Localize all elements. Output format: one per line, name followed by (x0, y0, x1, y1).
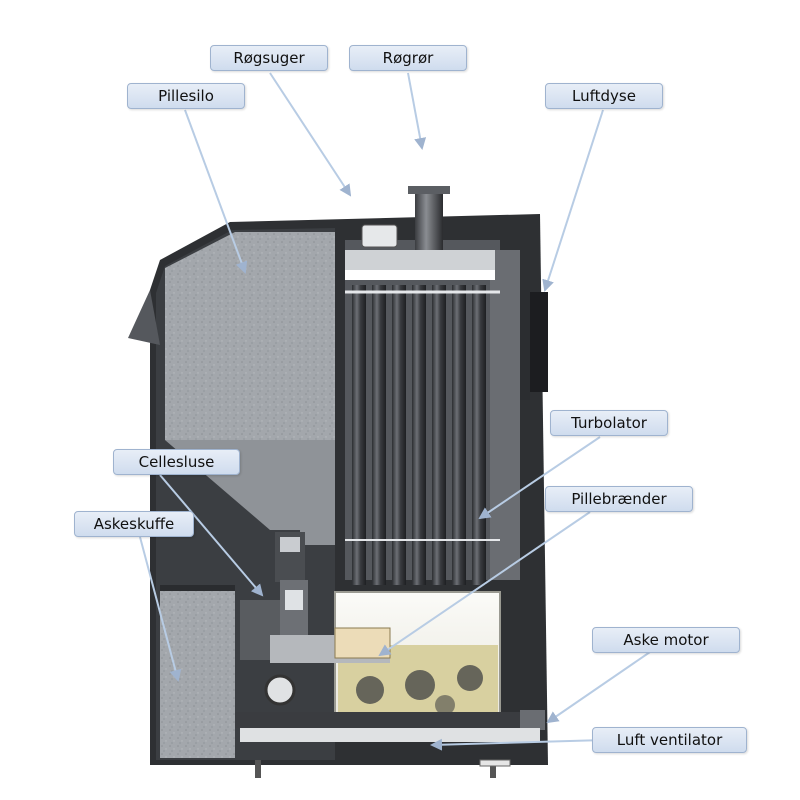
pointer-rogror (407, 72, 427, 150)
label-turbolator: Turbolator (550, 410, 668, 436)
pointer-aske-motor (546, 651, 651, 724)
label-pointers (139, 72, 651, 751)
pointer-pillesilo (184, 109, 248, 274)
ash-drawer (160, 585, 235, 758)
pointer-askeskuffe (139, 536, 182, 682)
flue-pipe (415, 190, 443, 250)
pellet-burner (240, 580, 391, 706)
pointer-turbolator (478, 436, 601, 520)
exchanger-side-wall (490, 250, 520, 580)
label-rogror: Røgrør (349, 45, 467, 71)
label-cellesluse: Cellesluse (113, 449, 240, 475)
label-pillebraender: Pillebrænder (545, 486, 693, 512)
pointer-cellesluse (159, 474, 264, 597)
label-pillesilo: Pillesilo (127, 83, 245, 109)
label-askeskuffe: Askeskuffe (74, 511, 194, 537)
label-rogsuger: Røgsuger (210, 45, 328, 71)
pointer-luftdyse (542, 109, 604, 292)
smoke-fan (345, 224, 495, 280)
label-luftdyse: Luftdyse (545, 83, 663, 109)
pointer-pillebraender (378, 511, 591, 657)
pointer-rogsuger (269, 72, 352, 197)
boiler-feet (255, 759, 511, 778)
pointer-luft-ventilator (430, 738, 606, 751)
combustion-chamber (334, 591, 501, 718)
label-luft-ventilator: Luft ventilator (592, 727, 747, 753)
pellet-silo (165, 232, 335, 582)
ash-auger (235, 710, 545, 742)
label-aske-motor: Aske motor (592, 627, 740, 653)
